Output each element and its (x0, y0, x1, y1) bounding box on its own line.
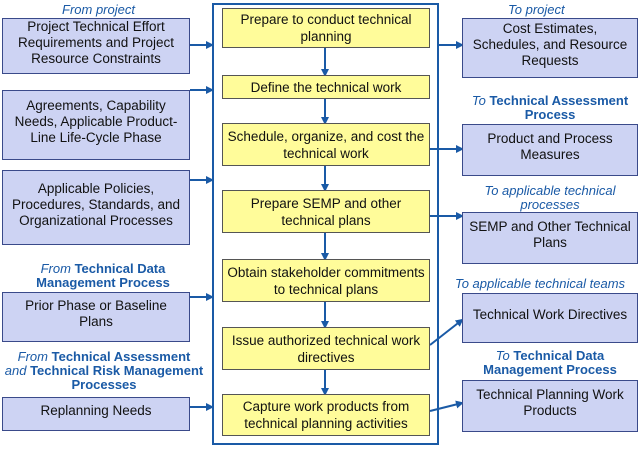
input-prior-phase: Prior Phase or Baseline Plans (2, 292, 190, 342)
step-define-work: Define the technical work (222, 75, 430, 99)
input-project-effort: Project Technical Effort Requirements an… (2, 18, 190, 74)
output-arrows (429, 41, 464, 412)
input-text: Agreements, Capability Needs, Applicable… (14, 98, 178, 145)
output-work-products: Technical Planning Work Products (462, 380, 638, 432)
from-assessment-label: From Technical Assessment and Technical … (4, 349, 204, 392)
from-tdm-label: From Technical Data Management Process (36, 261, 170, 290)
output-text: Product and Process Measures (487, 131, 613, 162)
step-label: Capture work products from technical pla… (242, 399, 410, 431)
from-project-label: From project (62, 2, 135, 17)
step-issue-directives: Issue authorized technical work directiv… (222, 327, 430, 370)
to-assessment-label: To Technical Assessment Process (471, 93, 629, 122)
step-label: Define the technical work (250, 79, 402, 95)
step-obtain-commitments: Obtain stakeholder commitments to techni… (222, 259, 430, 302)
output-cost-estimates: Cost Estimates, Schedules, and Resource … (462, 18, 638, 78)
to-technical-teams-label: To applicable technical teams (454, 276, 626, 291)
output-text: Cost Estimates, Schedules, and Resource … (472, 21, 628, 68)
step-label: Prepare SEMP and other technical plans (250, 195, 402, 228)
to-project-label: To project (508, 2, 565, 17)
process-frame (212, 3, 439, 445)
output-semp: SEMP and Other Technical Plans (462, 212, 638, 264)
step-prepare-planning: Prepare to conduct technical planning (222, 8, 430, 48)
step-label: Issue authorized technical work directiv… (231, 332, 421, 365)
output-directives: Technical Work Directives (462, 293, 638, 343)
input-replanning: Replanning Needs (2, 397, 190, 431)
input-text: Prior Phase or Baseline Plans (25, 298, 167, 329)
output-product-measures: Product and Process Measures (462, 124, 638, 176)
to-technical-processes-label: To applicable technical processes (484, 183, 616, 212)
input-arrows (190, 41, 214, 411)
output-text: SEMP and Other Technical Plans (469, 219, 631, 250)
output-text: Technical Planning Work Products (476, 387, 624, 418)
input-agreements: Agreements, Capability Needs, Applicable… (2, 90, 190, 160)
step-label: Obtain stakeholder commitments to techni… (227, 264, 425, 297)
step-label: Prepare to conduct technical planning (240, 12, 412, 44)
step-prepare-semp: Prepare SEMP and other technical plans (222, 190, 430, 233)
input-text: Replanning Needs (40, 403, 152, 418)
input-text: Project Technical Effort Requirements an… (17, 19, 175, 66)
step-capture-work-products: Capture work products from technical pla… (222, 394, 430, 436)
input-text: Applicable Policies, Procedures, Standar… (11, 180, 181, 228)
to-tdm-label: To Technical Data Management Process (483, 348, 617, 377)
input-policies: Applicable Policies, Procedures, Standar… (2, 170, 190, 245)
step-schedule-organize-cost: Schedule, organize, and cost the technic… (222, 123, 430, 166)
output-text: Technical Work Directives (472, 307, 628, 322)
step-label: Schedule, organize, and cost the technic… (227, 128, 425, 161)
